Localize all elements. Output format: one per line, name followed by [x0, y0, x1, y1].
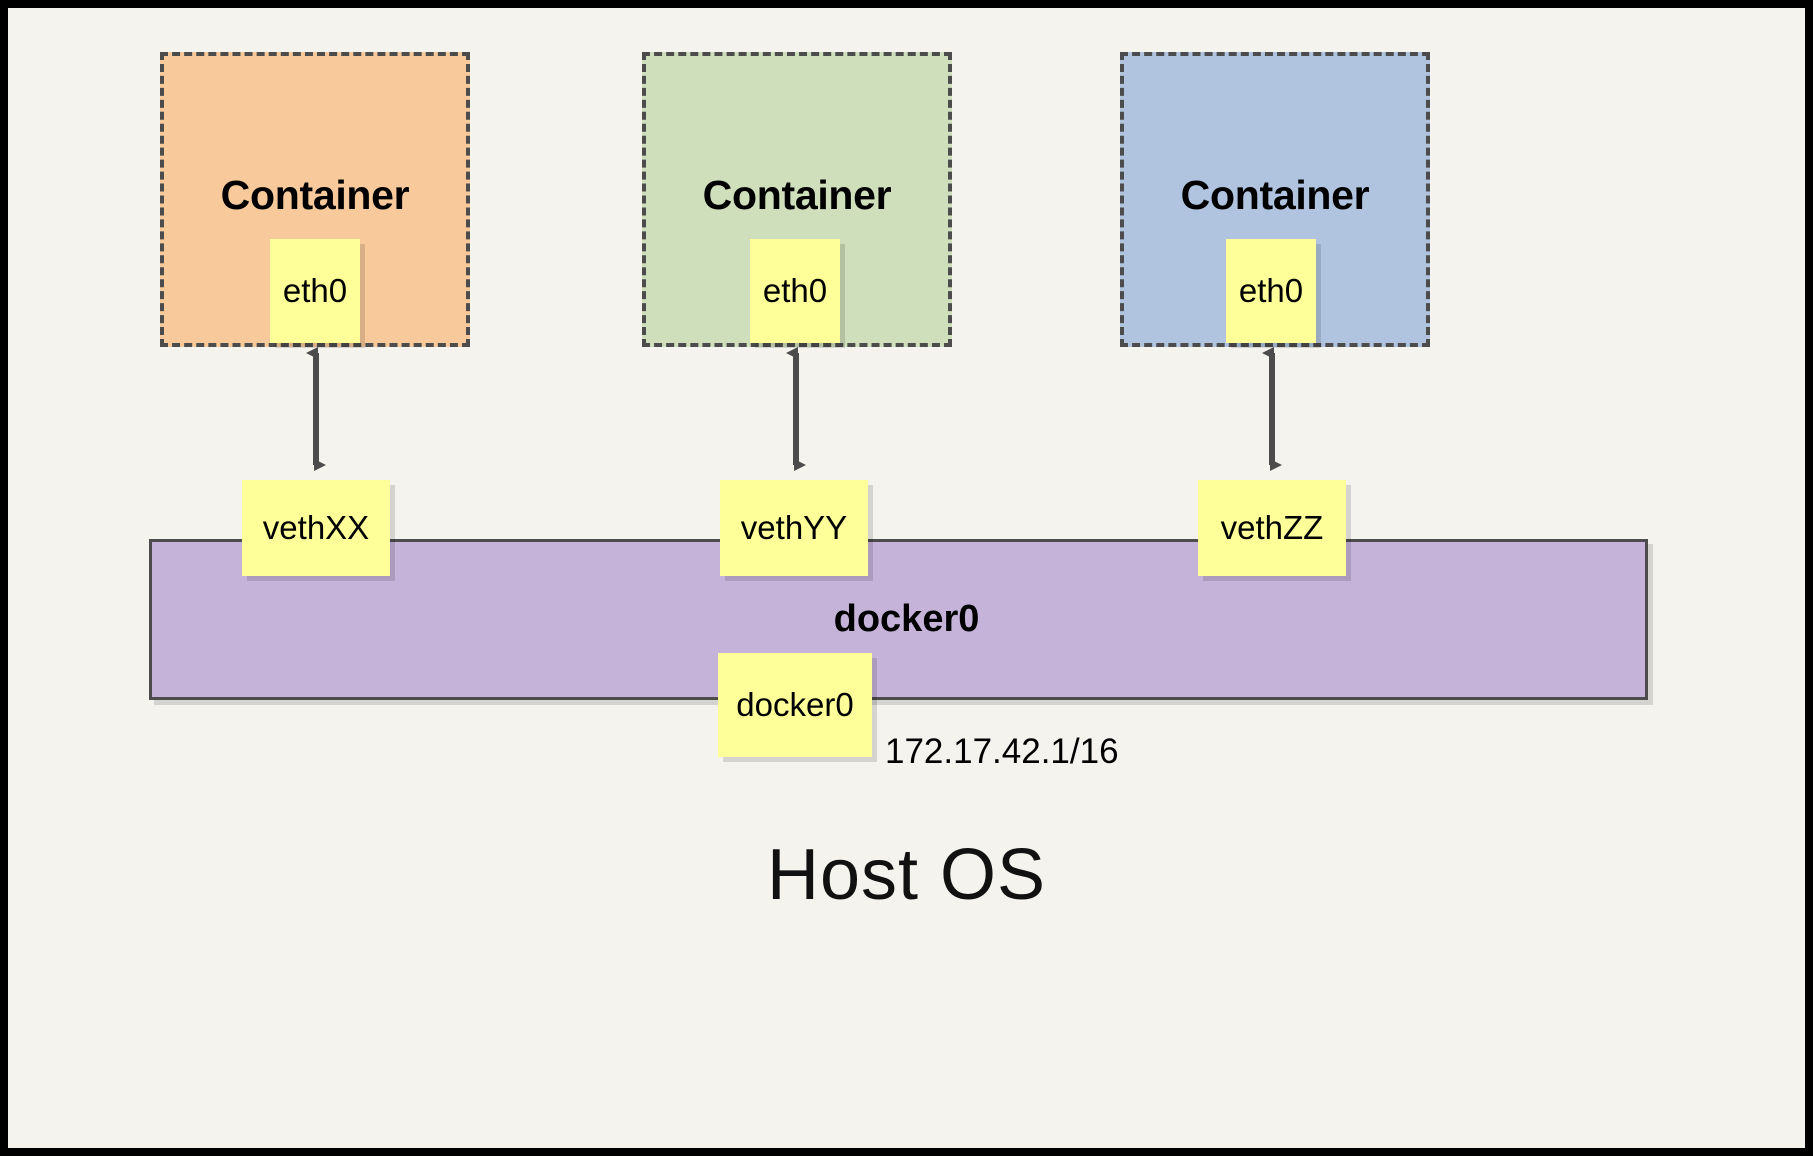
arrow-container2-veth2 [786, 347, 806, 471]
container-title-1: Container [220, 172, 410, 218]
container-title-3: Container [1180, 172, 1370, 218]
docker0-ip-address: 172.17.42.1/16 [885, 732, 1119, 771]
veth-box-3: vethZZ [1198, 480, 1346, 576]
host-os-caption: Host OS [766, 835, 1047, 915]
veth-box-2: vethYY [720, 480, 868, 576]
arrow-container3-veth3 [1262, 347, 1282, 471]
container-title-2: Container [702, 172, 892, 218]
veth-box-1: vethXX [242, 480, 390, 576]
docker0-bridge-bar [149, 539, 1648, 700]
docker0-interface-box: docker0 [718, 653, 872, 757]
eth0-box-1: eth0 [270, 239, 360, 343]
docker0-bridge-label: docker0 [833, 598, 980, 640]
eth0-box-2: eth0 [750, 239, 840, 343]
arrow-container1-veth1 [306, 347, 326, 471]
eth0-box-3: eth0 [1226, 239, 1316, 343]
